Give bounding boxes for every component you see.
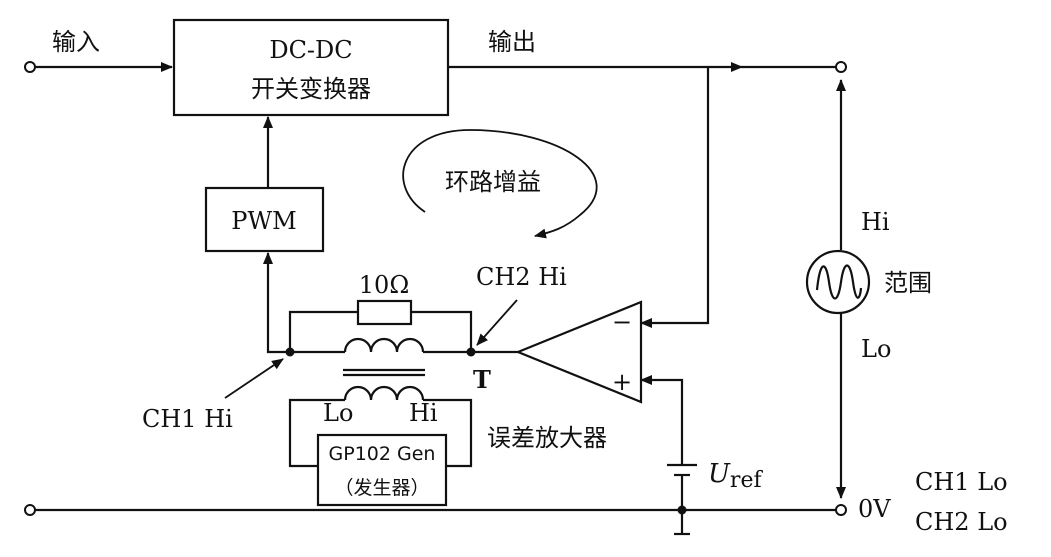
uref-label: Uref xyxy=(708,459,763,493)
generator-label-line1: GP102 Gen xyxy=(329,443,436,465)
node-t-label: T xyxy=(473,365,491,394)
ground-junction-dot xyxy=(677,505,687,515)
sine-wave-icon xyxy=(815,264,863,300)
ch2-hi-label: CH2 Hi xyxy=(476,263,567,291)
ch2-hi-pointer xyxy=(476,299,518,346)
loop-gain-arrow xyxy=(402,129,598,239)
converter-label-line1: DC-DC xyxy=(269,36,352,64)
ch1-hi-label: CH1 Hi xyxy=(142,405,233,433)
ch2-lo-label: CH2 Lo xyxy=(915,508,1008,536)
gp102-generator-box xyxy=(316,433,448,507)
input-terminal xyxy=(24,61,36,73)
transformer-hi-label: Hi xyxy=(409,399,438,427)
bottom-right-terminal xyxy=(835,504,847,516)
ch1-hi-pointer xyxy=(224,358,284,399)
output-terminal xyxy=(835,61,847,73)
amp-plus-sign: + xyxy=(612,368,632,396)
resistor-10ohm xyxy=(356,299,413,326)
reference-wire xyxy=(640,375,684,465)
feedback-wire xyxy=(640,67,710,328)
ch2-junction-dot xyxy=(466,347,476,357)
transformer-primary-coil xyxy=(343,337,425,353)
zero-volt-label: 0V xyxy=(858,495,891,523)
pwm-box xyxy=(204,186,325,253)
scope-hi-label: Hi xyxy=(861,208,890,236)
scope-name-label: 范围 xyxy=(884,269,932,297)
converter-label-line2: 开关变换器 xyxy=(251,75,371,103)
generator-label-line2: （发生器） xyxy=(334,477,429,499)
ch1-junction-dot xyxy=(285,347,295,357)
scope-lo-label: Lo xyxy=(861,335,891,363)
secondary-wire-left xyxy=(288,398,345,468)
bottom-left-terminal xyxy=(24,504,36,516)
ch1-to-pwm-wire xyxy=(263,252,290,354)
secondary-wire-right xyxy=(423,398,473,468)
pwm-label: PWM xyxy=(231,207,296,235)
ch1-lo-label: CH1 Lo xyxy=(915,468,1008,496)
resistor-label: 10Ω xyxy=(359,271,409,299)
output-label: 输出 xyxy=(488,28,536,56)
transformer-secondary-coil xyxy=(343,385,425,401)
error-amplifier xyxy=(515,300,643,404)
sine-source-icon xyxy=(805,249,871,315)
input-label: 输入 xyxy=(52,28,100,56)
error-amp-label: 误差放大器 xyxy=(487,424,607,452)
amp-minus-sign: − xyxy=(612,308,632,336)
transformer-lo-label: Lo xyxy=(323,399,353,427)
loop-gain-label: 环路增益 xyxy=(445,168,541,196)
